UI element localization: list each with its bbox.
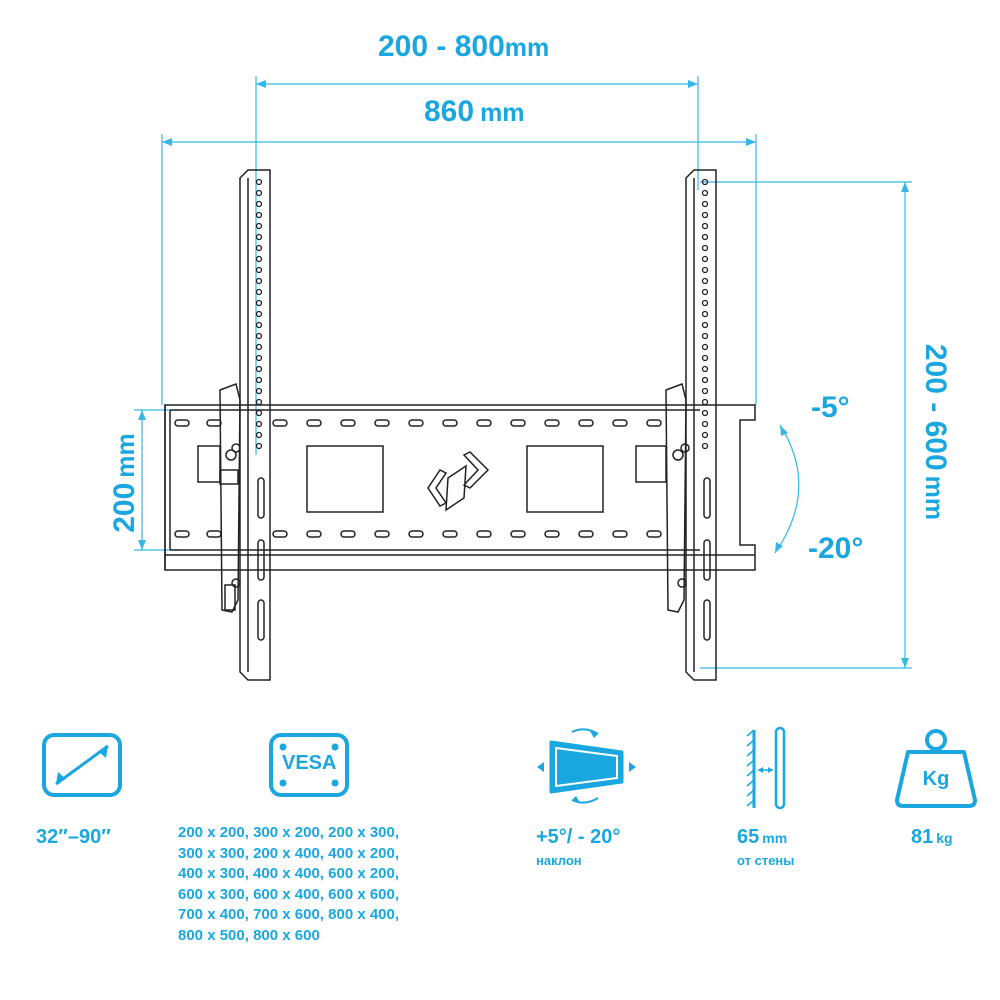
vesa-pattern-line: 700 x 400, 700 x 600, 800 x 400, <box>178 906 400 923</box>
vesa-icon <box>269 733 349 797</box>
vesa-pattern-line: 300 x 300, 200 x 400, 400 x 200, <box>178 844 400 862</box>
vesa-height-right-label: 200 - 600 mm <box>918 337 952 527</box>
vesa-patterns-list: 200 x 200, 300 x 200, 200 x 300, 300 x 3… <box>178 823 478 946</box>
diagonal-arrow-icon <box>42 733 122 797</box>
tilt-down-label: -20° <box>808 532 864 565</box>
tilt-icon <box>537 728 636 804</box>
vesa-pattern-line: 600 x 300, 600 x 400, 600 x 600, <box>178 885 400 903</box>
weight-icon <box>895 729 977 808</box>
vesa-icon-label: VESA <box>282 752 337 774</box>
max-load-value: 81 <box>911 826 934 848</box>
total-width-value: 860 <box>424 95 475 128</box>
vesa-height-right-value: 200 - 600 <box>919 343 952 471</box>
tilt-range-label: +5°/ - 20° <box>536 826 621 848</box>
wall-distance-value: 65 <box>737 826 760 848</box>
total-width-unit: mm <box>480 99 525 127</box>
vesa-pattern-line: 800 x 500, 800 x 600 <box>178 926 320 944</box>
vesa-pattern-line: 200 x 200, 300 x 200, 200 x 300, <box>178 824 400 841</box>
wall-distance-caption: от стены <box>737 853 795 868</box>
vesa-width-unit: mm <box>504 34 550 62</box>
vesa-height-left-value: 200 <box>108 482 141 533</box>
vesa-height-right-unit: mm <box>920 475 948 521</box>
tilt-up-label: -5° <box>811 391 850 424</box>
wall-distance-icon <box>746 726 786 810</box>
right-arm <box>665 169 717 681</box>
vesa-pattern-line: 400 x 300, 400 x 400, 600 x 200, <box>178 865 400 882</box>
tilt-caption: наклон <box>536 853 582 868</box>
vesa-height-left-label: 200 mm <box>108 408 142 558</box>
max-load-unit: kg <box>936 830 953 846</box>
vesa-height-left-unit: mm <box>112 433 140 478</box>
vesa-width-value: 200 - 800 <box>378 30 505 63</box>
weight-icon-label: Kg <box>922 768 950 790</box>
vesa-width-label: 200 - 800mm <box>378 30 549 64</box>
wall-distance-unit: mm <box>762 830 788 846</box>
dimension-lines <box>134 76 912 669</box>
left-arm <box>219 169 271 681</box>
screen-size-label: 32″–90″ <box>36 826 111 848</box>
